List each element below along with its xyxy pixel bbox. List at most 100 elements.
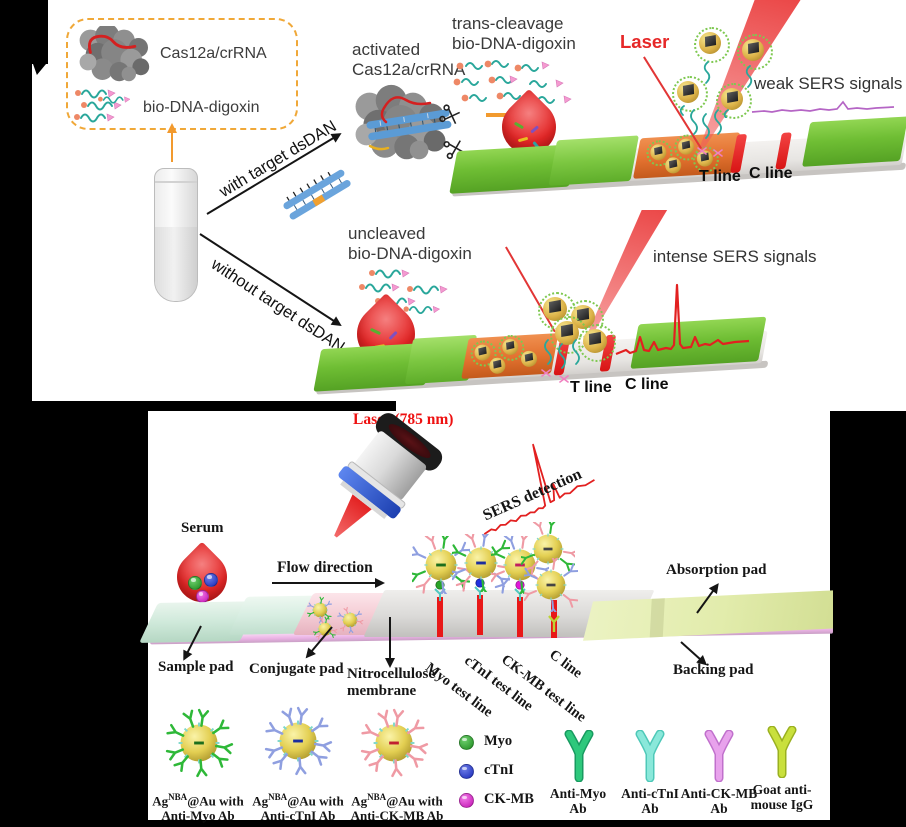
anti-ctni-ab-label: Anti-cTnI Ab	[612, 786, 688, 816]
bio-dna-digoxin-icon	[73, 89, 131, 123]
t-line-impact-strip1	[690, 109, 723, 157]
sample-tube	[154, 168, 198, 302]
serum-myo-dot	[188, 576, 202, 590]
np1-line2: Anti-Myo Ab	[161, 807, 235, 823]
legend-ckmb-label: CK-MB	[484, 791, 534, 807]
np1-pre: Ag	[152, 793, 169, 809]
legend-np-anti-ctni-label: AgNBA@Au with Anti-cTnI Ab	[245, 792, 351, 823]
floating-np	[742, 39, 764, 61]
target-dsdna-icon	[283, 169, 351, 220]
legend-myo-label: Myo	[484, 733, 513, 749]
anti-ckmb-line1: Anti-CK-MB	[680, 786, 758, 801]
sers-tag-cline-2	[524, 558, 578, 612]
conjugate-np-mini	[312, 616, 338, 642]
np-tails	[679, 61, 753, 118]
conjugate-pad-label: Conjugate pad	[249, 661, 344, 677]
anti-ctni-line2: Ab	[641, 801, 659, 817]
floating-np	[677, 81, 699, 103]
activated-line1: activated	[352, 40, 421, 59]
cas12a-crrna-icon	[79, 26, 150, 82]
t-line-impact-strip2	[541, 339, 580, 383]
np2-sup: NBA	[268, 792, 288, 802]
ckmb-test-line-pole	[517, 597, 523, 637]
np-halo	[578, 324, 616, 362]
weak-sers-spectrum	[751, 100, 895, 113]
nitrocellulose-arrow	[389, 617, 391, 659]
np2-pre: Ag	[252, 793, 269, 809]
legend-np1-line1: AgNBA@Au with	[144, 792, 252, 809]
myo-test-line-pole	[437, 597, 443, 637]
goat-line1: Goat anti-	[752, 782, 812, 797]
anti-myo-ab-icon	[558, 730, 600, 782]
np3-post: @Au with	[386, 793, 443, 809]
floating-np	[721, 88, 743, 110]
anti-ctni-line1: Anti-cTnI	[621, 786, 679, 801]
nitrocellulose-label: Nitrocellulose membrane	[347, 666, 435, 700]
conjugate-np-mini	[306, 596, 334, 624]
backing-pad-label: Backing pad	[673, 662, 754, 678]
sample-pad-label: Sample pad	[158, 659, 234, 675]
anti-ckmb-ab-icon	[698, 730, 740, 782]
trans-cleavage-label: trans-cleavage bio-DNA-digoxin	[452, 14, 576, 55]
corner-black-patch	[32, 0, 48, 64]
tube-to-box-arrow	[171, 132, 173, 162]
legend-ckmb-dot	[459, 793, 474, 808]
np-halo	[737, 34, 773, 70]
serum-label: Serum	[181, 520, 224, 536]
panel-bridge	[396, 401, 906, 411]
laser-label-top: Laser	[620, 31, 670, 52]
anti-myo-line1: Anti-Myo	[549, 786, 607, 801]
serum-ctni-dot	[204, 573, 218, 587]
nitrocellulose-line2: membrane	[347, 682, 417, 699]
legend-np2-line1: AgNBA@Au with	[245, 792, 351, 809]
c-line-pole	[551, 600, 557, 638]
legend-np-anti-ckmb	[358, 706, 430, 780]
legend-np-anti-myo	[163, 706, 235, 780]
np1-post: @Au with	[187, 793, 244, 809]
corner-black-arrow	[33, 64, 46, 75]
uncleaved-line2: bio-DNA-digoxin	[348, 244, 472, 264]
reagent-box	[66, 18, 298, 130]
strip1-t-line-label: T line	[699, 168, 741, 185]
flow-direction-label: Flow direction	[277, 559, 373, 576]
absorption-pad-label: Absorption pad	[666, 562, 767, 578]
np-halo	[672, 76, 708, 112]
np3-line2: Anti-CK-MB Ab	[350, 807, 444, 823]
conjugate-np-mini	[336, 606, 364, 634]
anti-ckmb-line2: Ab	[710, 801, 728, 817]
goat-anti-mouse-igg-label: Goat anti- mouse IgG	[742, 782, 822, 812]
flow-direction-arrow	[272, 578, 385, 588]
np3-pre: Ag	[351, 793, 368, 809]
strip2-c-line-label: C line	[625, 376, 669, 393]
np3-sup: NBA	[367, 792, 387, 802]
floating-np	[699, 32, 721, 54]
ctni-test-line-pole	[477, 595, 483, 635]
goat-line2: mouse IgG	[750, 797, 814, 813]
intense-sers-label: intense SERS signals	[653, 247, 817, 266]
bio-dna-digoxin-label: bio-DNA-digoxin	[143, 99, 260, 116]
cleaved-fragments-icon	[453, 60, 572, 106]
anti-myo-line2: Ab	[569, 801, 587, 817]
trans-line2: bio-DNA-digoxin	[452, 34, 576, 54]
legend-np-anti-ctni	[262, 704, 334, 778]
uncleaved-line1: uncleaved	[348, 224, 426, 243]
strip2-t-line-label: T line	[570, 379, 612, 396]
activated-cas12a-icon	[355, 84, 465, 160]
legend-myo-dot	[459, 735, 474, 750]
trans-line1: trans-cleavage	[452, 14, 564, 33]
anti-myo-ab-label: Anti-Myo Ab	[543, 786, 613, 816]
legend-np3-line1: AgNBA@Au with	[341, 792, 453, 809]
legend-np-anti-myo-label: AgNBA@Au with Anti-Myo Ab	[144, 792, 252, 823]
sers-tag-cline-1	[521, 522, 575, 576]
cas12a-crrna-label: Cas12a/crRNA	[160, 45, 267, 62]
sers-detection-spectrum	[483, 443, 595, 535]
np2-post: @Au with	[287, 793, 344, 809]
sers-tag-ctni	[452, 534, 510, 592]
anti-ckmb-ab-label: Anti-CK-MB Ab	[678, 786, 760, 816]
goat-anti-mouse-igg-icon	[761, 726, 803, 778]
anti-ctni-ab-icon	[629, 730, 671, 782]
np2-line2: Anti-cTnI Ab	[260, 807, 336, 823]
intense-sers-spectrum	[615, 283, 750, 356]
np-halo	[694, 27, 730, 63]
